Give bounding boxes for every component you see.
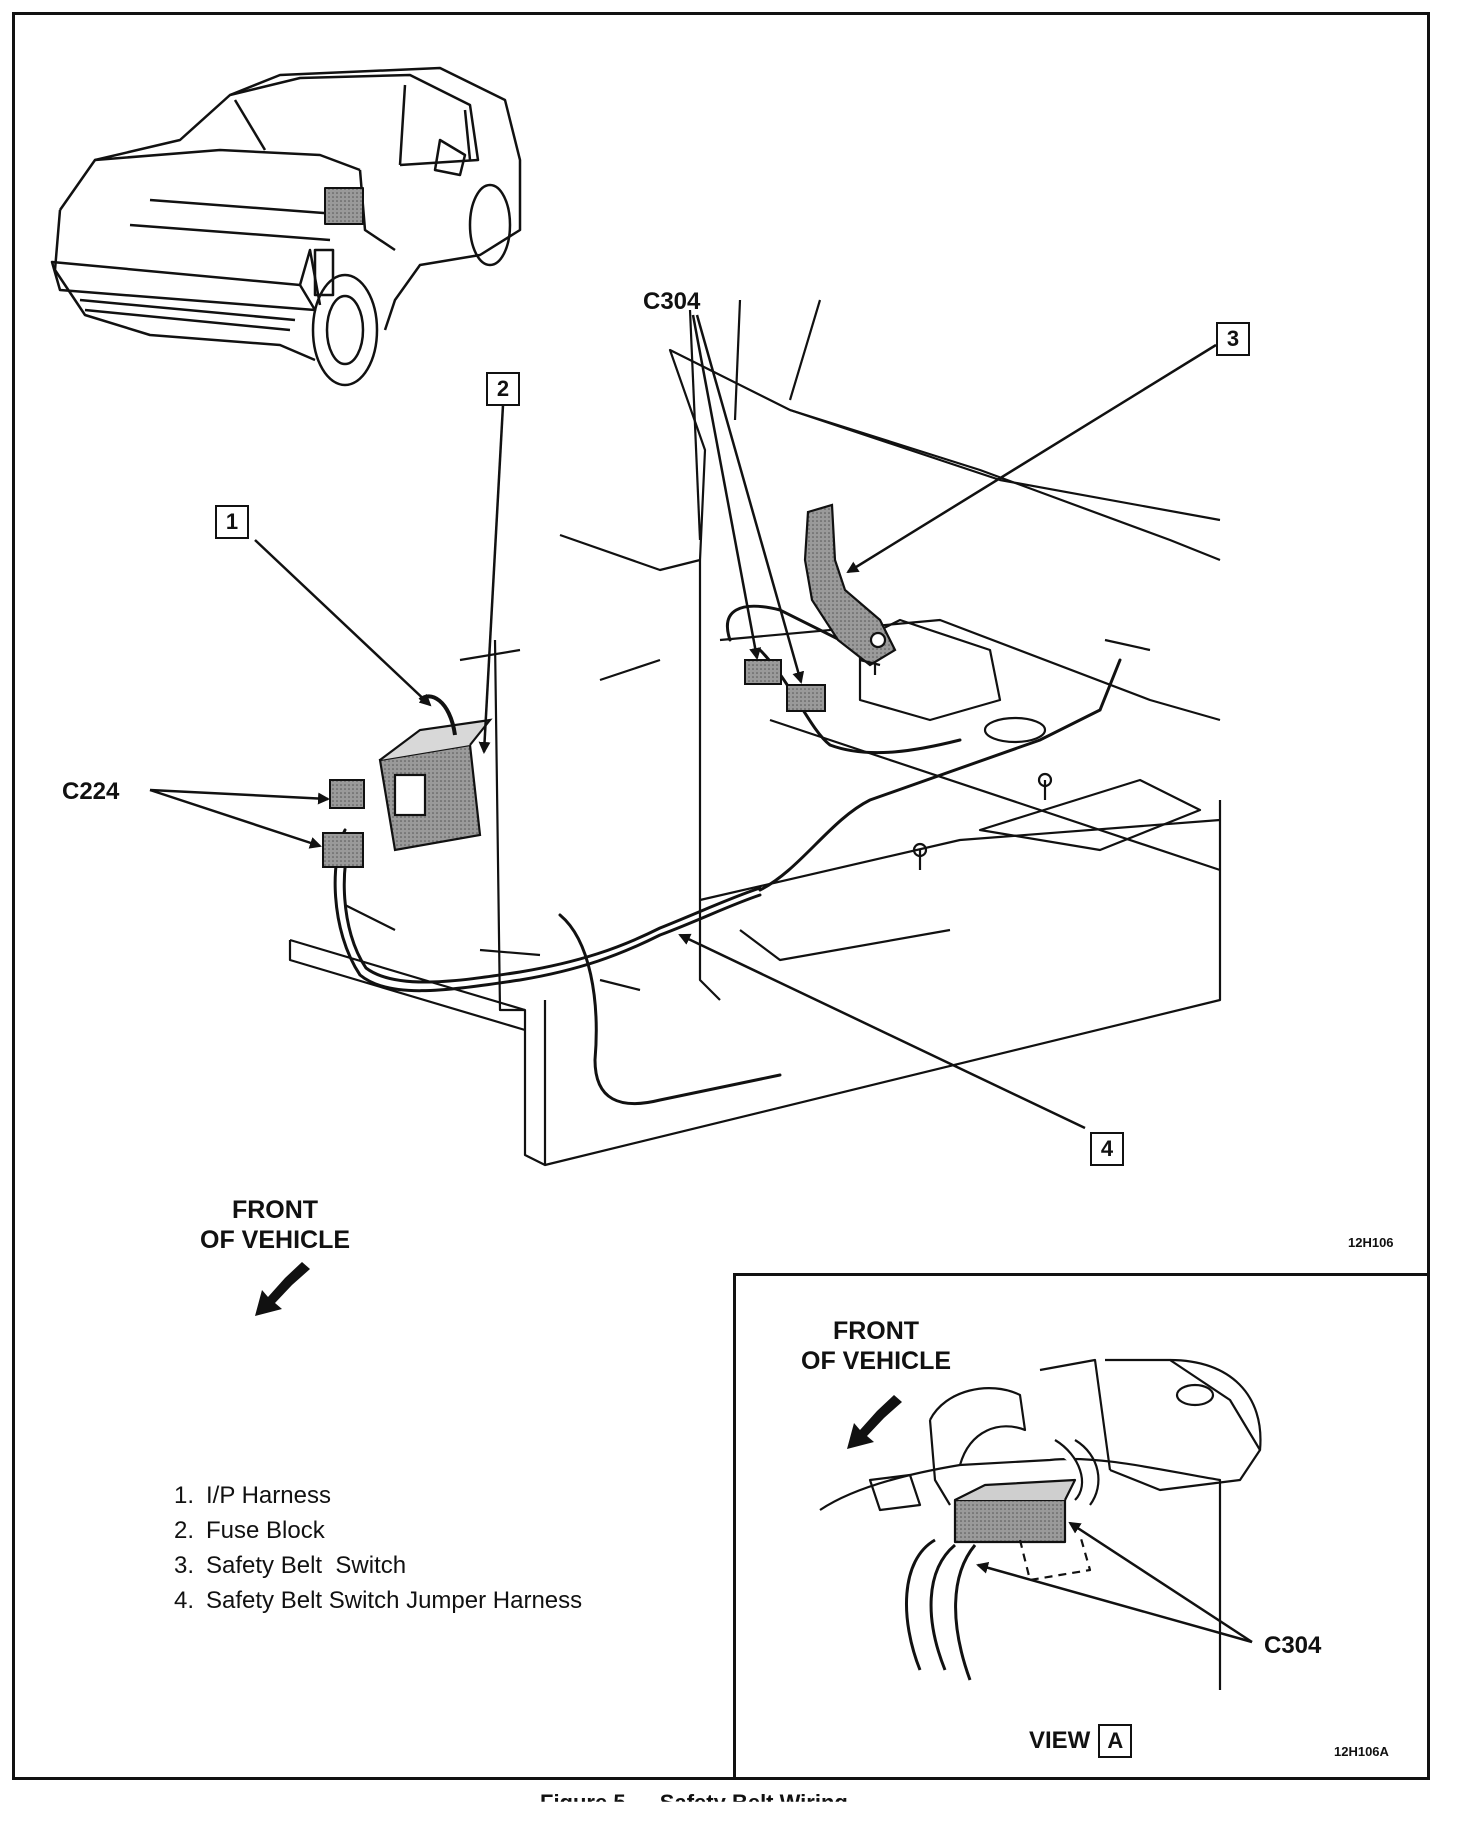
callout-4: 4 xyxy=(1090,1132,1124,1166)
front-line-2: OF VEHICLE xyxy=(200,1226,351,1254)
callout-leaders xyxy=(149,314,1217,1130)
inset-c304-label: C304 xyxy=(1264,1632,1322,1659)
view-letter-box: A xyxy=(1098,1724,1133,1758)
figure-code-main: 12H106 xyxy=(1348,1235,1394,1250)
figure-frame xyxy=(12,12,1430,1780)
c304-label: C304 xyxy=(643,288,701,315)
c304-connectors-shape xyxy=(744,659,826,712)
legend-num: 2. xyxy=(173,1517,194,1544)
legend-num: 1. xyxy=(173,1482,194,1509)
floor-pan-illustration xyxy=(288,299,1222,1167)
fuse-block-shape xyxy=(378,694,493,852)
callout-3: 3 xyxy=(1216,322,1250,356)
legend-text: Safety Belt Switch xyxy=(206,1552,407,1579)
inset-leaders xyxy=(976,1521,1253,1644)
inset-figure-code: 12H106A xyxy=(1334,1744,1389,1759)
front-of-vehicle-label: FRONT OF VEHICLE xyxy=(200,1195,350,1255)
inset-front-line-1: FRONT xyxy=(832,1317,920,1345)
legend-item: 4. Safety Belt Switch Jumper Harness xyxy=(150,1583,582,1618)
inset-front-label: FRONT OF VEHICLE xyxy=(801,1316,951,1376)
c224-connectors-shape xyxy=(322,779,365,868)
legend-item: 3. Safety Belt Switch xyxy=(150,1548,582,1583)
view-a-label: VIEW A xyxy=(1029,1724,1133,1758)
legend-item: 2. Fuse Block xyxy=(150,1513,582,1548)
legend-item: 1. I/P Harness xyxy=(150,1478,582,1513)
legend-text: I/P Harness xyxy=(206,1482,331,1509)
legend-num: 4. xyxy=(173,1587,194,1614)
callout-1: 1 xyxy=(215,505,249,539)
figure-caption: Figure 5 — Safety Belt Wiring xyxy=(540,1790,848,1815)
front-of-vehicle-arrow-icon xyxy=(255,1262,310,1316)
legend-list: 1. I/P Harness 2. Fuse Block 3. Safety B… xyxy=(150,1478,582,1618)
legend-num: 3. xyxy=(173,1552,194,1579)
inset-detail-illustration xyxy=(819,1358,1262,1690)
front-line-1: FRONT xyxy=(231,1196,319,1224)
c224-label: C224 xyxy=(62,778,120,805)
vehicle-locator-illustration xyxy=(50,66,522,387)
inset-front-arrow-icon xyxy=(847,1395,902,1449)
view-label-text: VIEW xyxy=(1029,1727,1091,1754)
callout-2: 2 xyxy=(486,372,520,406)
legend-text: Fuse Block xyxy=(206,1517,325,1544)
wiring-harness-lines xyxy=(333,604,1122,1106)
legend-text: Safety Belt Switch Jumper Harness xyxy=(206,1587,583,1614)
safety-belt-switch-shape xyxy=(803,503,897,667)
view-a-inset: FRONT OF VEHICLE C304 VIEW A 12H106A xyxy=(733,1273,1430,1780)
inset-front-line-2: OF VEHICLE xyxy=(801,1347,952,1375)
